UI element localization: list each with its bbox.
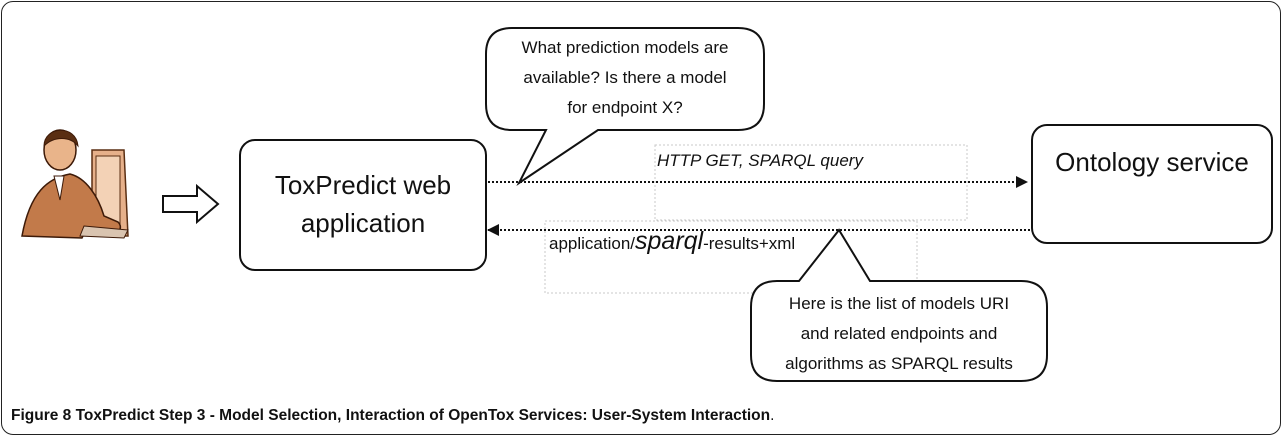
caption-end: . — [770, 407, 775, 424]
web-application-box: ToxPredict web application — [239, 139, 487, 271]
answer-callout — [750, 228, 1048, 382]
response-label-prefix: application/ — [549, 234, 636, 253]
figure-caption: Figure 8 ToxPredict Step 3 - Model Selec… — [11, 407, 774, 425]
figure-title: ToxPredict Step 3 - Model Selection, Int… — [75, 407, 771, 424]
response-label-guide — [544, 220, 918, 294]
hollow-right-arrow-icon — [162, 183, 220, 225]
question-line: What prediction models are — [521, 38, 729, 57]
question-line: available? Is there a model — [523, 68, 727, 87]
web-application-label: ToxPredict web application — [274, 170, 452, 238]
answer-line: Here is the list of models URI — [788, 294, 1010, 313]
question-callout-text: What prediction models are available? Is… — [486, 33, 764, 123]
ontology-service-label: Ontology service — [1055, 147, 1249, 177]
response-label: application/sparql-results+xml — [549, 227, 795, 256]
ontology-service-box: Ontology service — [1031, 124, 1273, 244]
response-label-sparql: sparql — [635, 227, 704, 255]
answer-callout-text: Here is the list of models URI and relat… — [751, 289, 1047, 379]
question-callout — [485, 27, 765, 186]
request-label: HTTP GET, SPARQL query — [657, 151, 863, 170]
request-label-guide — [654, 144, 968, 221]
answer-line: and related endpoints and — [800, 324, 998, 343]
response-label-suffix: -results+xml — [703, 234, 796, 253]
figure-number: Figure 8 — [11, 407, 72, 424]
answer-line: algorithms as SPARQL results — [785, 354, 1013, 373]
user-at-computer-icon — [21, 129, 129, 239]
question-line: for endpoint X? — [567, 98, 683, 117]
